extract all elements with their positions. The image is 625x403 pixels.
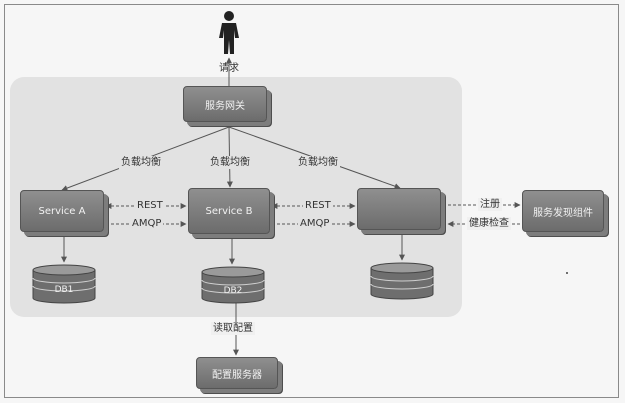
read-config-label: 读取配置 [211,322,255,335]
load-balance-label-3: 负载均衡 [296,156,340,169]
health-check-label: 健康检查 [467,217,511,230]
gateway-node: 服务网关 [183,86,267,122]
service-c-node [357,188,441,230]
service-b-node: Service B [188,188,270,234]
load-balance-label-1: 负载均衡 [119,156,163,169]
db2-label: DB2 [223,286,243,296]
discovery-node: 服务发现组件 [522,190,604,232]
amqp-label-1: AMQP [130,217,164,230]
config-server-node: 配置服务器 [196,357,278,389]
service-a-node: Service A [20,190,104,232]
rest-label-1: REST [135,199,165,212]
request-label: 请求 [219,63,239,74]
diagram-frame [4,4,619,398]
database-icon-db1 [32,264,96,304]
rest-label-2: REST [303,199,333,212]
amqp-label-2: AMQP [298,217,332,230]
database-icon-db3 [370,262,434,300]
person-icon [219,11,239,54]
register-label: 注册 [478,198,502,211]
database-icon-db2 [201,266,265,304]
db1-label: DB1 [54,285,74,295]
stray-dot [566,272,568,274]
load-balance-label-2: 负载均衡 [208,156,252,169]
